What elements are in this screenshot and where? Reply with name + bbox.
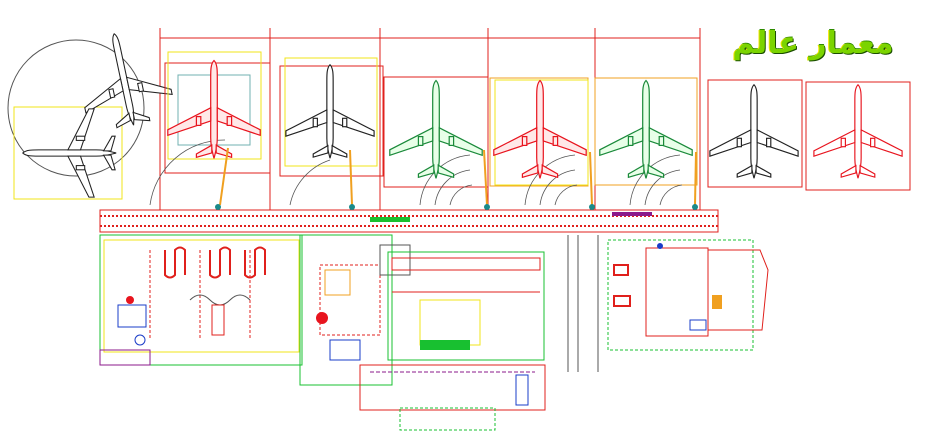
service-road bbox=[567, 235, 599, 372]
turning-circle bbox=[7, 39, 145, 200]
aircraft-stand-7 bbox=[813, 84, 903, 179]
aircraft-stand-3 bbox=[389, 79, 483, 180]
pushback-arcs bbox=[149, 139, 683, 206]
jet-bridges bbox=[219, 147, 697, 206]
terminal-east-hall bbox=[359, 251, 546, 431]
aircraft-stand-5 bbox=[599, 79, 693, 180]
apron-frontage bbox=[99, 204, 719, 233]
aircraft-stand-6 bbox=[709, 84, 799, 179]
grid-lines bbox=[159, 28, 701, 210]
terminal-center-block bbox=[299, 234, 411, 386]
terminal-main-hall bbox=[99, 234, 303, 366]
arabic-logo: معمار عالم bbox=[732, 26, 894, 61]
plane-rotated-lower bbox=[22, 108, 117, 198]
aircraft-stand-2 bbox=[285, 64, 375, 159]
aircraft-stand-4 bbox=[493, 79, 587, 180]
satellite-building bbox=[607, 239, 769, 351]
